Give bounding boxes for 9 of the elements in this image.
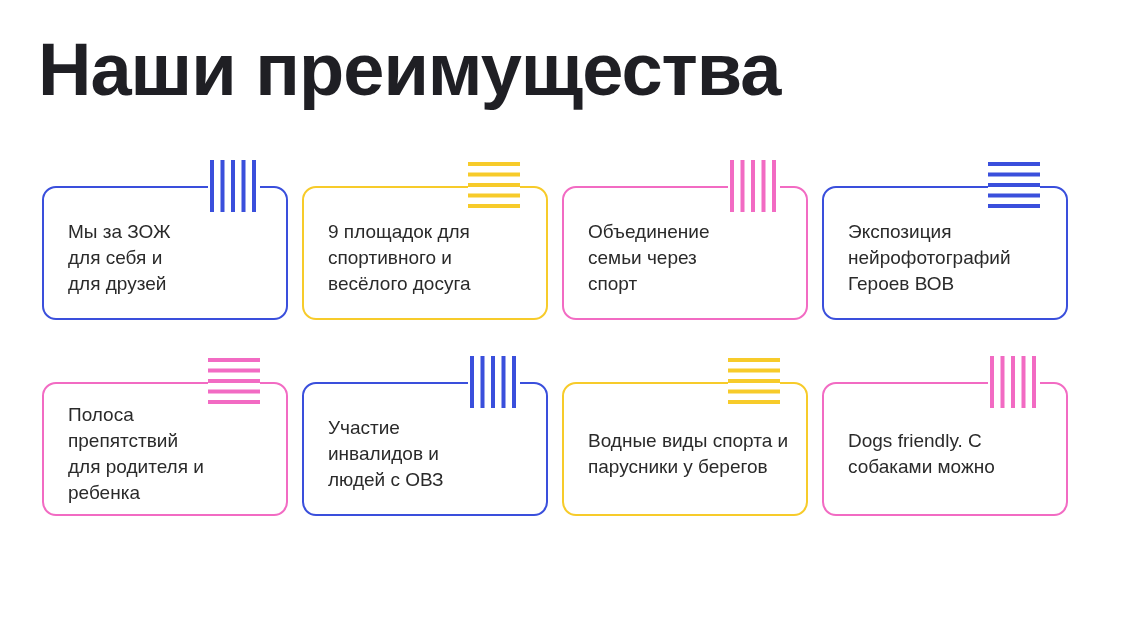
feature-text: Водные виды спорта и парусники у берегов <box>588 429 790 479</box>
feature-text: Экспозиция нейрофотографий Героев ВОВ <box>848 220 1012 296</box>
title: Наши преимущества <box>38 27 781 113</box>
feature-text: 9 площадок для спортивного и весёлого досуга <box>328 220 472 296</box>
feature-text: Dogs friendly. С собаками можно <box>848 429 996 479</box>
feature-text: Объединение семьи через спорт <box>588 220 711 296</box>
feature-text: Полоса препятствий для родителя и ребенка <box>68 403 205 505</box>
feature-text: Участие инвалидов и людей с ОВЗ <box>328 416 445 492</box>
feature-text: Мы за ЗОЖ для себя и для друзей <box>68 220 172 296</box>
